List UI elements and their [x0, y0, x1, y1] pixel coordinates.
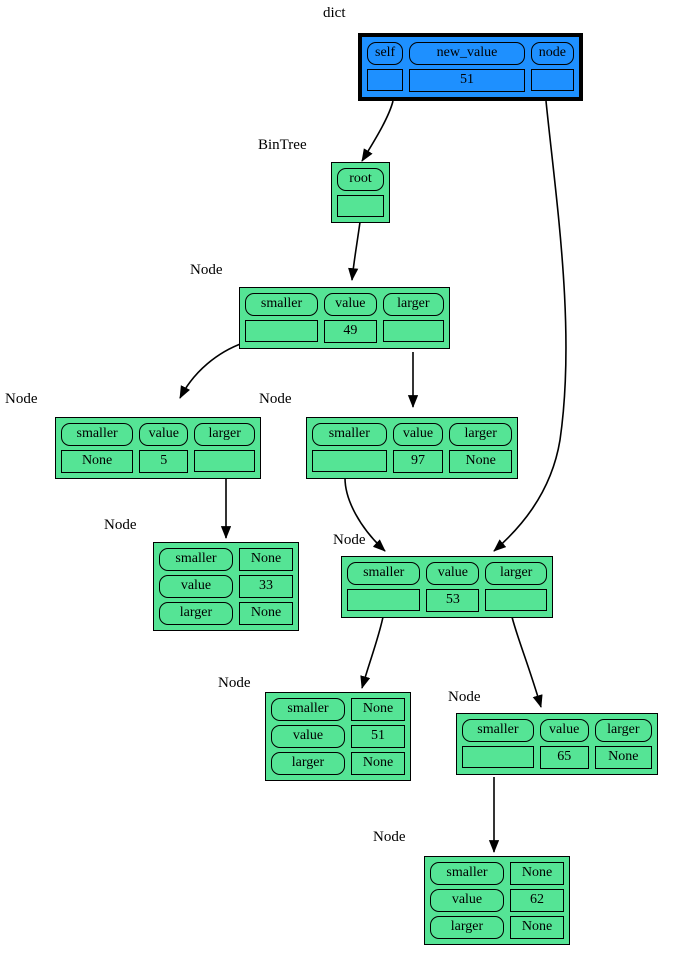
field-key-value: value [159, 575, 233, 598]
field-key-value: value [271, 725, 345, 748]
field-slot-new-value[interactable]: 51 [409, 69, 525, 92]
field-row-value: value 62 [430, 889, 564, 912]
field-slot-value[interactable]: 65 [539, 746, 589, 769]
field-slot-smaller[interactable] [462, 746, 534, 768]
field-row-larger: larger None [159, 602, 293, 625]
field-slot-value[interactable]: 62 [510, 889, 564, 912]
field-slot-larger[interactable]: None [510, 916, 564, 939]
field-slot-node[interactable] [530, 69, 574, 91]
field-slot-larger[interactable] [194, 450, 255, 472]
field-key-root: root [337, 168, 384, 191]
field-key-value: value [324, 293, 377, 316]
field-key-self: self [367, 42, 404, 65]
field-slot-smaller[interactable]: None [61, 450, 134, 473]
field-key-smaller: smaller [312, 423, 387, 446]
field-slot-self[interactable] [367, 69, 404, 91]
field-key-smaller: smaller [245, 293, 319, 316]
type-label-node97: Node [259, 391, 292, 407]
field-row-larger: larger None [430, 916, 564, 939]
type-label-node65: Node [448, 689, 481, 705]
edge-bintree-root-to-node49 [348, 221, 361, 281]
field-row-value: value 51 [271, 725, 405, 748]
object-node-49[interactable]: smaller value 49 larger [239, 287, 450, 349]
field-key-larger: larger [382, 293, 444, 316]
field-slot-larger[interactable] [382, 320, 444, 342]
type-label-node5: Node [5, 391, 38, 407]
field-slot-smaller[interactable]: None [351, 698, 405, 721]
field-key-larger: larger [485, 562, 547, 585]
type-label-node51: Node [218, 675, 251, 691]
field-key-larger: larger [449, 423, 513, 446]
object-node-53[interactable]: smaller value 53 larger [341, 556, 553, 618]
field-key-larger: larger [194, 423, 255, 446]
type-label-node53: Node [333, 532, 366, 548]
field-row-smaller: smaller None [271, 698, 405, 721]
field-key-node: node [530, 42, 574, 65]
field-slot-root[interactable] [337, 195, 384, 217]
field-slot-smaller[interactable]: None [510, 862, 564, 885]
field-slot-value[interactable]: 53 [426, 589, 480, 612]
field-key-larger: larger [430, 916, 504, 939]
field-key-value: value [426, 562, 480, 585]
field-key-smaller: smaller [430, 862, 504, 885]
type-label-node49: Node [190, 262, 223, 278]
field-slot-smaller[interactable] [347, 589, 421, 611]
field-key-smaller: smaller [347, 562, 421, 585]
field-slot-larger[interactable]: None [449, 450, 513, 473]
field-row-larger: larger None [271, 752, 405, 775]
field-key-larger: larger [594, 719, 653, 742]
field-slot-larger[interactable]: None [351, 752, 405, 775]
edge-node49-smaller-to-node5 [179, 342, 244, 399]
object-node-5[interactable]: smaller None value 5 larger [55, 417, 261, 479]
object-node-51[interactable]: smaller None value 51 larger None [265, 692, 411, 781]
field-key-new-value: new_value [409, 42, 525, 65]
field-key-value: value [430, 889, 504, 912]
field-slot-value[interactable]: 51 [351, 725, 405, 748]
object-node-62[interactable]: smaller None value 62 larger None [424, 856, 570, 945]
field-key-smaller: smaller [61, 423, 134, 446]
field-row-smaller: smaller None [430, 862, 564, 885]
type-label-dict: dict [323, 5, 346, 21]
edge-frame-node-to-node53 [493, 100, 567, 552]
field-row-value: value 33 [159, 575, 293, 598]
field-key-larger: larger [159, 602, 233, 625]
field-key-smaller: smaller [159, 548, 233, 571]
edge-node53-smaller-to-node51 [360, 616, 384, 689]
object-bintree[interactable]: root [331, 162, 390, 223]
object-node-65[interactable]: smaller value 65 larger None [456, 713, 658, 775]
type-label-node33: Node [104, 517, 137, 533]
field-key-value: value [539, 719, 589, 742]
field-slot-smaller[interactable]: None [239, 548, 293, 571]
field-slot-larger[interactable] [485, 589, 547, 611]
field-key-value: value [139, 423, 189, 446]
field-slot-smaller[interactable] [312, 450, 387, 472]
field-slot-value[interactable]: 49 [324, 320, 377, 343]
field-key-larger: larger [271, 752, 345, 775]
field-key-smaller: smaller [462, 719, 534, 742]
field-slot-value[interactable]: 33 [239, 575, 293, 598]
type-label-node62: Node [373, 829, 406, 845]
object-node-33[interactable]: smaller None value 33 larger None [153, 542, 299, 631]
field-slot-value[interactable]: 5 [139, 450, 189, 473]
type-label-bintree: BinTree [258, 137, 307, 153]
field-slot-value[interactable]: 97 [392, 450, 444, 473]
object-node-97[interactable]: smaller value 97 larger None [306, 417, 518, 479]
field-key-smaller: smaller [271, 698, 345, 721]
object-dict-frame[interactable]: self new_value 51 node [358, 33, 583, 101]
field-row-smaller: smaller None [159, 548, 293, 571]
edge-node53-larger-to-node65 [511, 616, 543, 708]
field-key-value: value [392, 423, 444, 446]
field-slot-larger[interactable]: None [239, 602, 293, 625]
field-slot-larger[interactable]: None [594, 746, 653, 769]
field-slot-smaller[interactable] [245, 320, 319, 342]
edge-frame-self-to-bintree [361, 100, 394, 162]
